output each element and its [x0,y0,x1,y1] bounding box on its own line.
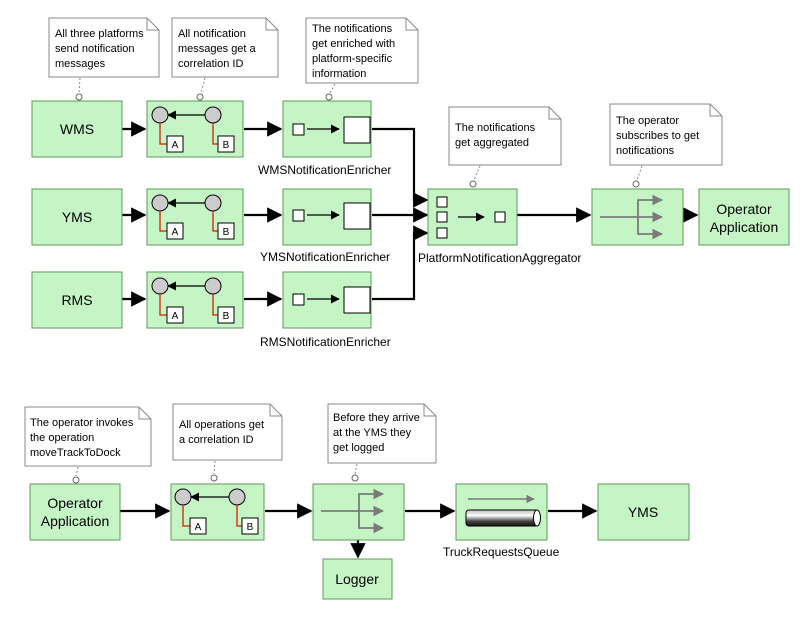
note-line: The notifications [455,122,536,134]
note-line: All notification [178,28,246,40]
note-line: Before they arrive [333,412,420,424]
rms-enricher-caption: RMSNotificationEnricher [260,335,391,349]
note-line: The operator [616,115,679,127]
note-line: get enriched with [312,38,395,50]
operator-application-top[interactable]: Operator Application [698,188,790,246]
correlation-id-box-operations[interactable]: A B [170,483,265,541]
wire-tap[interactable] [312,483,405,541]
wms-notification-enricher[interactable] [282,100,372,158]
message-a-label: A [172,311,179,322]
note-line: a correlation ID [179,434,254,446]
bottom-arrows [120,503,598,559]
correlation-id-box-yms[interactable]: A B [146,188,244,246]
message-a-label: A [172,140,179,151]
top-arrows [122,121,699,307]
message-a-label: A [195,522,202,533]
correlation-id-box-wms[interactable]: A B [146,100,244,158]
note-line: The operator invokes [30,417,134,429]
operator-line2: Application [710,219,779,235]
note-line: information [312,68,366,80]
yms-target-label: YMS [628,504,658,520]
wms-enricher-to-aggregator-arrow [372,127,429,208]
wms-label: WMS [60,121,94,137]
note-line: The notifications [312,23,393,35]
operator-line1: Operator [716,201,772,217]
operator-application-bottom[interactable]: Operator Application [29,483,121,541]
note-line: All three platforms [55,28,144,40]
rms-enricher-to-aggregator-arrow [372,225,429,301]
note-line: at the YMS they [333,427,412,439]
note-enriched: The notifications get enriched with plat… [305,17,419,101]
note-line: platform-specific [312,53,393,65]
logger-label: Logger [335,571,379,587]
note-line: messages [55,58,106,70]
truck-requests-queue[interactable] [455,483,548,541]
publish-subscribe-channel[interactable] [591,188,684,246]
note-line: get logged [333,442,384,454]
note-logged: Before they arrive at the YMS they get l… [327,403,437,482]
note-line: notifications [616,145,675,157]
note-line: correlation ID [178,58,243,70]
message-b-label: B [223,311,230,322]
note-line: send notification [55,43,135,55]
note-line: moveTrackToDock [30,447,121,459]
aggregator-caption: PlatformNotificationAggregator [418,251,581,265]
yms-enricher-caption: YMSNotificationEnricher [260,250,390,264]
note-line: subscribes to get [616,130,699,142]
note-line: messages get a [178,43,257,55]
note-aggregated: The notifications get aggregated [448,106,562,188]
message-b-label: B [223,140,230,151]
rms-label: RMS [61,292,92,308]
platform-notification-aggregator[interactable] [427,188,518,246]
yms-notification-enricher[interactable] [282,188,372,246]
rms-notification-enricher[interactable] [282,271,372,329]
operator-line2: Application [41,513,110,529]
operator-line1: Operator [47,495,103,511]
yms-target[interactable]: YMS [597,483,690,541]
rms-system[interactable]: RMS [31,271,123,329]
note-line: get aggregated [455,137,529,149]
note-platforms-send: All three platforms send notification me… [48,17,160,101]
note-line: the operation [30,432,94,444]
note-operations-correlation: All operations get a correlation ID [172,403,283,482]
correlation-id-box-rms[interactable]: A B [146,271,244,329]
message-b-label: B [223,227,230,238]
logger[interactable]: Logger [322,558,393,600]
note-correlation-id: All notification messages get a correlat… [171,17,279,101]
note-line: All operations get [179,419,264,431]
note-operator-subscribes: The operator subscribes to get notificat… [609,103,723,188]
yms-system[interactable]: YMS [31,188,123,246]
yms-label: YMS [62,209,92,225]
queue-caption: TruckRequestsQueue [443,545,560,559]
note-operator-invokes: The operator invokes the operation moveT… [24,406,152,484]
wms-system[interactable]: WMS [31,100,123,158]
message-b-label: B [247,522,254,533]
message-a-label: A [172,227,179,238]
wms-enricher-caption: WMSNotificationEnricher [258,163,391,177]
